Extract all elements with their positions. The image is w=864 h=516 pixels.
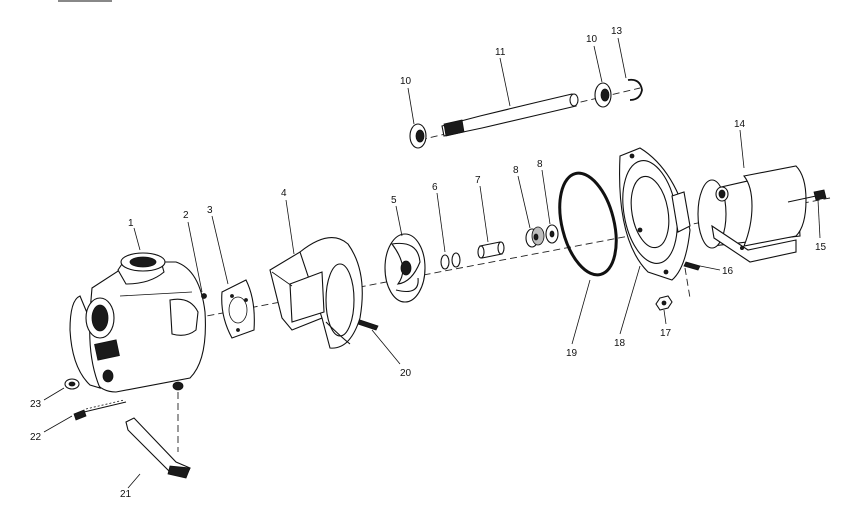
retaining-ring [627, 78, 643, 101]
label-part-18: 18 [614, 338, 626, 349]
label-part-10-left: 10 [400, 76, 412, 87]
label-part-2: 2 [183, 210, 189, 221]
motor-bracket [697, 165, 807, 263]
seal-right [545, 224, 559, 244]
label-part-10-right: 10 [586, 34, 598, 45]
label-part-8-right: 8 [537, 159, 543, 170]
seal-left [525, 226, 545, 248]
label-part-14: 14 [734, 119, 746, 130]
seal-plate-bracket [619, 147, 691, 281]
label-part-1: 1 [128, 218, 134, 229]
mounting-bolt-right [787, 189, 827, 203]
label-part-15: 15 [815, 242, 827, 253]
callout-labels: 1 2 3 4 5 6 7 8 8 10 11 10 13 14 15 16 1… [30, 26, 827, 500]
drain-plug [64, 378, 80, 390]
label-part-19: 19 [566, 348, 578, 359]
pump-casing [69, 252, 206, 393]
label-part-23: 23 [30, 399, 42, 410]
label-part-21: 21 [120, 489, 132, 500]
label-part-4: 4 [281, 188, 287, 199]
mounting-foot [125, 417, 191, 479]
mounting-bolt-left [73, 399, 127, 421]
nut-axis-line [684, 267, 691, 299]
part-20-key [357, 319, 379, 331]
label-part-6: 6 [432, 182, 438, 193]
label-part-16: 16 [722, 266, 734, 277]
washers [440, 252, 461, 270]
label-part-22: 22 [30, 432, 42, 443]
label-part-17: 17 [660, 328, 672, 339]
label-part-13: 13 [611, 26, 623, 37]
leader-lines [43, 37, 821, 489]
part-16-bolt [683, 261, 701, 271]
volute-housing [269, 237, 363, 349]
gasket [221, 279, 255, 339]
label-part-8-left: 8 [513, 165, 519, 176]
label-part-20: 20 [400, 368, 412, 379]
part-2-pin [201, 293, 207, 299]
impeller [384, 233, 426, 303]
label-part-7: 7 [475, 175, 481, 186]
label-part-3: 3 [207, 205, 213, 216]
label-part-11: 11 [495, 47, 506, 58]
bearing-left [409, 123, 427, 149]
shaft-sleeve [477, 241, 505, 259]
label-part-5: 5 [391, 195, 397, 206]
o-ring [558, 171, 618, 277]
bearing-right [594, 82, 612, 108]
shaft [441, 93, 579, 137]
